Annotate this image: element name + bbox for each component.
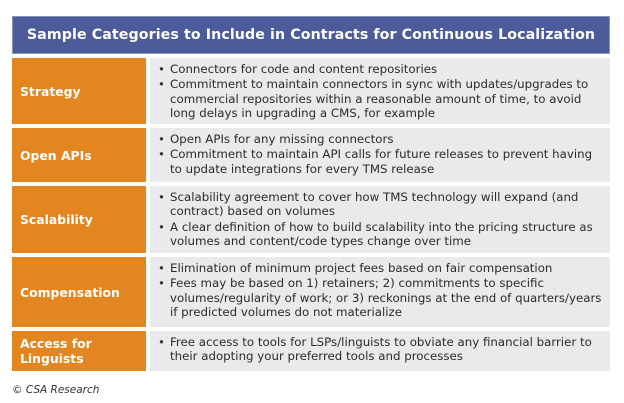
table-title: Sample Categories to Include in Contract… — [12, 16, 610, 54]
list-item: • A clear definition of how to build scal… — [158, 220, 604, 249]
category-label: Access for Linguists — [12, 331, 146, 371]
list-item-text: Free access to tools for LSPs/linguists … — [170, 335, 592, 364]
category-details: • Scalability agreement to cover how TMS … — [150, 186, 610, 253]
category-details: • Open APIs for any missing connectors • C… — [150, 128, 610, 182]
table-row-access-for-linguists: Access for Linguists • Free access to too… — [12, 331, 610, 371]
bullet-icon: • — [158, 190, 165, 204]
list-item: • Open APIs for any missing connectors — [158, 132, 604, 146]
category-label: Strategy — [12, 58, 146, 124]
bullet-icon: • — [158, 335, 165, 349]
bullet-list: • Open APIs for any missing connectors • C… — [158, 132, 604, 176]
list-item: • Fees may be based on 1) retainers; 2) c… — [158, 276, 604, 319]
bullet-list: • Scalability agreement to cover how TMS … — [158, 190, 604, 249]
category-details: • Connectors for code and content reposit… — [150, 58, 610, 124]
categories-table: Sample Categories to Include in Contract… — [12, 16, 610, 371]
list-item: • Scalability agreement to cover how TMS … — [158, 190, 604, 219]
category-label: Compensation — [12, 257, 146, 327]
list-item-text: Commitment to maintain API calls for fut… — [170, 147, 593, 176]
table-row-scalability: Scalability • Scalability agreement to co… — [12, 186, 610, 253]
bullet-list: • Free access to tools for LSPs/linguists… — [158, 335, 604, 364]
copyright-notice: © CSA Research — [12, 384, 100, 396]
list-item: • Free access to tools for LSPs/linguists… — [158, 335, 604, 364]
table-row-open-apis: Open APIs • Open APIs for any missing con… — [12, 128, 610, 182]
bullet-icon: • — [158, 132, 165, 146]
list-item-text: Elimination of minimum project fees base… — [170, 261, 553, 275]
bullet-icon: • — [158, 147, 165, 162]
table-row-strategy: Strategy • Connectors for code and conten… — [12, 58, 610, 124]
list-item-text: Open APIs for any missing connectors — [170, 132, 394, 146]
list-item: • Commitment to maintain connectors in sy… — [158, 77, 604, 120]
list-item-text: Scalability agreement to cover how TMS t… — [170, 190, 579, 219]
list-item: • Commitment to maintain API calls for fu… — [158, 147, 604, 176]
bullet-icon: • — [158, 276, 165, 291]
bullet-icon: • — [158, 62, 165, 76]
bullet-list: • Connectors for code and content reposit… — [158, 62, 604, 121]
list-item-text: Fees may be based on 1) retainers; 2) co… — [170, 276, 602, 320]
category-label: Scalability — [12, 186, 146, 253]
table-row-compensation: Compensation • Elimination of minimum pro… — [12, 257, 610, 327]
bullet-icon: • — [158, 219, 165, 234]
bullet-icon: • — [158, 77, 165, 92]
bullet-icon: • — [158, 261, 165, 275]
category-details: • Free access to tools for LSPs/linguists… — [150, 331, 610, 371]
list-item-text: Commitment to maintain connectors in syn… — [170, 77, 589, 121]
category-label: Open APIs — [12, 128, 146, 182]
list-item-text: Connectors for code and content reposito… — [170, 62, 438, 76]
list-item: • Connectors for code and content reposit… — [158, 62, 604, 76]
list-item: • Elimination of minimum project fees bas… — [158, 261, 604, 275]
category-details: • Elimination of minimum project fees bas… — [150, 257, 610, 327]
list-item-text: A clear definition of how to build scala… — [170, 219, 593, 249]
bullet-list: • Elimination of minimum project fees bas… — [158, 261, 604, 320]
